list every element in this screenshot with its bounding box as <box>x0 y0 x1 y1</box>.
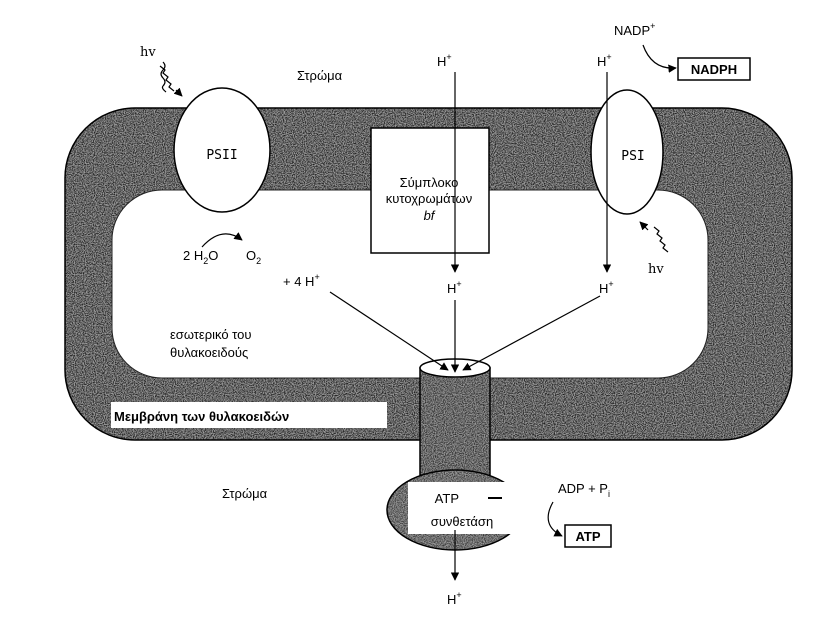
interior-label-2: θυλακοειδούς <box>170 345 248 360</box>
membrane-label-bg <box>111 402 387 428</box>
h-plus-top-right: H+ <box>597 52 612 69</box>
cytochrome-label-1: Σύμπλοκο <box>400 175 459 190</box>
nadph-box <box>677 57 751 81</box>
stroma-label-bottom: Στρώμα <box>222 486 268 501</box>
nadp-label: NADP+ <box>614 21 655 38</box>
atp-synthase-label-2: συνθετάση <box>431 514 493 529</box>
adp-arrow <box>547 501 563 537</box>
h-plus-mid-center: H+ <box>447 279 462 296</box>
light-arrow-right <box>639 221 649 231</box>
oxygen-label: O2 <box>246 248 261 266</box>
light-wave-right <box>653 226 669 253</box>
nadph-label: NADPH <box>691 62 737 77</box>
h-plus-bottom: H+ <box>447 590 462 607</box>
atp-synthase-stalk <box>419 358 491 479</box>
membrane-label: Μεμβράνη των θυλακοειδών <box>114 409 289 424</box>
water-arrow <box>201 232 243 248</box>
water-label: 2 H2O <box>183 248 218 266</box>
light-arrow-left <box>160 72 180 96</box>
hv-right-label: hv <box>648 262 664 277</box>
stroma-label-top: Στρώμα <box>297 68 343 83</box>
psii-label: PSII <box>206 148 237 163</box>
atp-synthase-label-1: ATP <box>435 491 459 506</box>
cytochrome-label-2: κυτοχρωμάτων <box>386 191 472 206</box>
atp-label: ATP <box>575 529 600 544</box>
cytochrome-label-3: bf <box>424 208 436 223</box>
atp-synthase-label-box <box>408 482 526 534</box>
h-arrow-left-to-synthase <box>329 291 449 371</box>
psi-label: PSI <box>621 149 644 164</box>
h-arrow-right-to-synthase <box>462 295 601 371</box>
four-h-label: + 4 H+ <box>283 272 320 289</box>
h-plus-mid-right: H+ <box>599 279 614 296</box>
psii-ellipse <box>173 87 271 213</box>
h-plus-top-center: H+ <box>437 52 452 69</box>
atp-box <box>564 524 612 548</box>
adp-label: ADP + Pi <box>558 481 610 499</box>
hv-left-label: hv <box>140 45 156 60</box>
psi-ellipse <box>590 89 664 215</box>
atp-synthase-head <box>386 469 526 551</box>
interior-label-1: εσωτερικό του <box>170 327 251 342</box>
cytochrome-bf-complex <box>370 127 490 254</box>
light-wave-left <box>160 61 167 93</box>
nadp-arrow <box>642 44 677 73</box>
